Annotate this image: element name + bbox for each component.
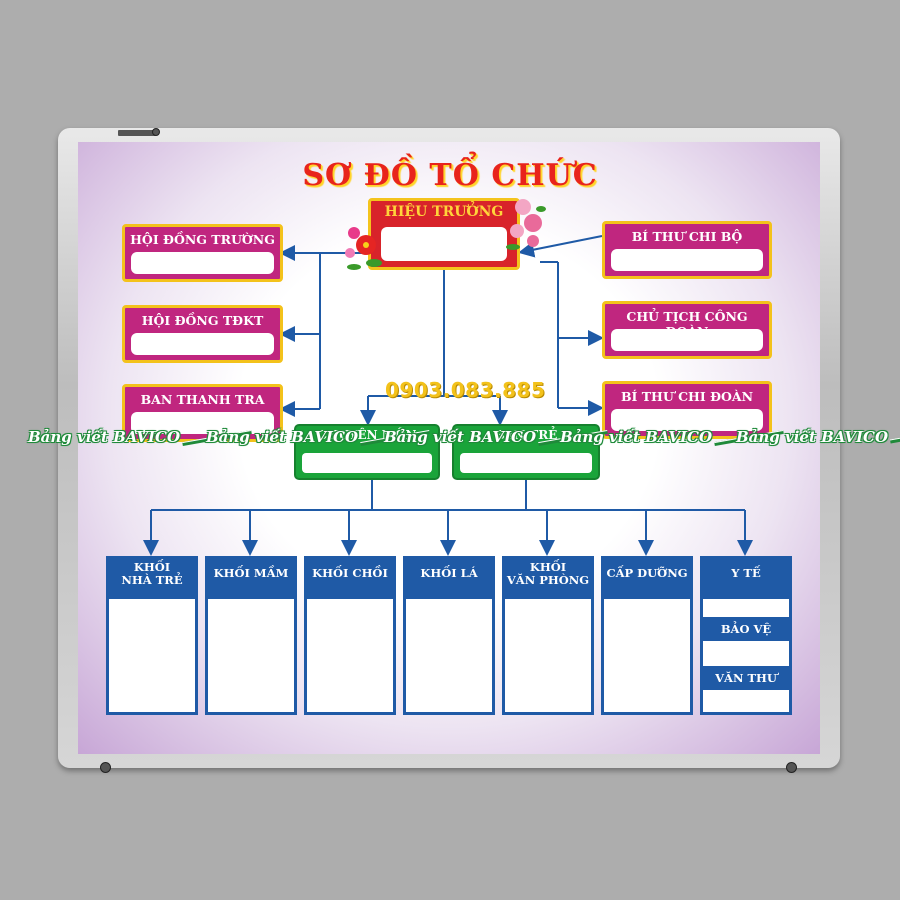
rose-decoration-icon	[506, 199, 546, 250]
phone-number: 0903.083.885	[385, 378, 546, 402]
column-label: CẤP DƯỠNG	[606, 566, 688, 580]
sub-label-van-thu: VĂN THƯ	[703, 666, 789, 690]
box-label: BÍ THƯ CHI BỘ	[631, 229, 743, 244]
column-label: KHỐI NHÀ TRẺ	[121, 560, 183, 587]
box-hoi-dong-truong: HỘI ĐỒNG TRƯỜNG	[122, 224, 283, 282]
watermark: Bảng viết BAVICO	[384, 428, 608, 447]
box-label: HIỆU TRƯỞNG	[384, 204, 504, 220]
sub-label-bao-ve: BẢO VỆ	[703, 617, 789, 641]
column-khoi-van-phong: KHỐI VĂN PHÒNG	[502, 556, 594, 715]
column-y-te: Y TẾ BẢO VỆ VĂN THƯ	[700, 556, 792, 715]
column-khoi-mam: KHỐI MẦM	[205, 556, 297, 715]
watermark-text: Bảng viết BAVICO	[560, 428, 713, 446]
box-label: BÍ THƯ CHI ĐOÀN	[620, 389, 754, 404]
box-hoi-dong-tdkt: HỘI ĐỒNG TĐKT	[122, 305, 283, 363]
column-label: KHỐI VĂN PHÒNG	[506, 560, 590, 587]
column-khoi-la: KHỐI LÁ	[403, 556, 495, 715]
box-label: HỘI ĐỒNG TRƯỜNG	[130, 232, 275, 247]
blank-field	[611, 249, 763, 271]
watermark-text: Bảng viết BAVICO	[206, 428, 359, 446]
screw-icon	[152, 128, 160, 136]
watermark: Bảng viết BAVICO	[206, 428, 430, 447]
box-bi-thu-chi-bo: BÍ THƯ CHI BỘ	[602, 221, 772, 279]
column-label: KHỐI MẦM	[213, 566, 289, 580]
box-ban-tre: BAN TRẺ	[452, 424, 600, 480]
blank-field	[131, 412, 274, 434]
watermark-text: Bảng viết BAVICO	[28, 428, 181, 446]
screw-icon	[100, 762, 111, 773]
blank-field	[131, 333, 274, 355]
box-bi-thu-chi-doan: BÍ THƯ CHI ĐOÀN	[602, 381, 772, 439]
watermark: Bảng viết BAVICO	[736, 428, 900, 446]
chart-title: SƠ ĐỒ TỔ CHỨC	[302, 158, 598, 193]
box-ban-thanh-tra: BAN THANH TRA	[122, 384, 283, 442]
blank-field	[611, 409, 763, 431]
blank-field	[611, 329, 763, 351]
box-label: HỘI ĐỒNG TĐKT	[141, 313, 264, 328]
blank-field	[131, 252, 274, 274]
column-label: Y TẾ	[731, 566, 761, 580]
frame-label-tag	[118, 130, 156, 136]
box-chuyen-mon: CHUYÊN MÔN	[294, 424, 440, 480]
watermark: Bảng viết BAVICO	[560, 428, 784, 447]
column-label: KHỐI CHỒI	[312, 566, 388, 580]
blank-field	[460, 453, 592, 473]
box-label: BAN TRẺ	[494, 428, 558, 442]
flower-decoration-icon	[345, 227, 382, 270]
box-chu-tich-cong-doan: CHỦ TỊCH CÔNG ĐOÀN	[602, 301, 772, 359]
column-cap-duong: CẤP DƯỠNG	[601, 556, 693, 715]
blank-field	[381, 227, 507, 261]
watermark-text: Bảng viết BAVICO	[736, 428, 889, 446]
column-khoi-nha-tre: KHỐI NHÀ TRẺ	[106, 556, 198, 715]
watermark: Bảng viết BAVICO	[28, 428, 252, 447]
blank-field	[302, 453, 432, 473]
box-label: BAN THANH TRA	[140, 392, 265, 407]
column-khoi-choi: KHỐI CHỒI	[304, 556, 396, 715]
box-hieu-truong: HIỆU TRƯỞNG	[368, 198, 520, 270]
screw-icon	[786, 762, 797, 773]
column-label: KHỐI LÁ	[420, 566, 478, 580]
watermark-text: Bảng viết BAVICO	[384, 428, 537, 446]
